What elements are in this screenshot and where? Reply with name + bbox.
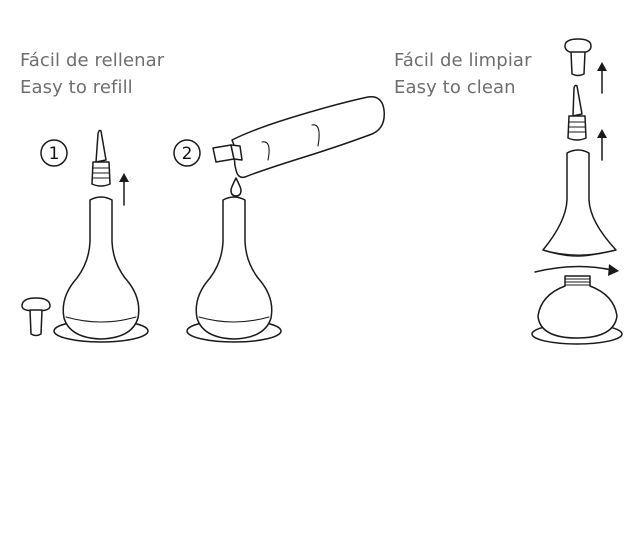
arrow-up-icon (597, 129, 607, 161)
refill-caption: Fácil de rellenar Easy to refill (20, 47, 164, 101)
refill-title-es: Fácil de rellenar (20, 50, 165, 71)
clean-title-es: Fácil de limpiar (394, 50, 532, 71)
clean-caption: Fácil de limpiar Easy to clean (394, 47, 532, 101)
stopper-icon (21, 297, 51, 337)
arrow-up-icon (119, 173, 129, 206)
step-1-number: 1 (49, 144, 60, 164)
flask-base-icon (531, 275, 623, 345)
bottle-icon (186, 196, 282, 343)
pourer-icon (91, 129, 111, 187)
step-2-badge: 2 (173, 139, 201, 167)
refill-bottle-icon (212, 96, 385, 179)
drop-icon (230, 177, 242, 197)
stopper-icon (564, 38, 592, 77)
funnel-icon (542, 149, 617, 257)
step-2-number: 2 (182, 144, 193, 164)
refill-title-en: Easy to refill (20, 77, 133, 98)
step-1-badge: 1 (40, 139, 68, 167)
bottle-icon (53, 196, 149, 343)
rotate-arrow-icon (534, 264, 619, 276)
pourer-icon (567, 84, 587, 141)
clean-title-en: Easy to clean (394, 77, 516, 98)
arrow-up-icon (597, 62, 607, 94)
